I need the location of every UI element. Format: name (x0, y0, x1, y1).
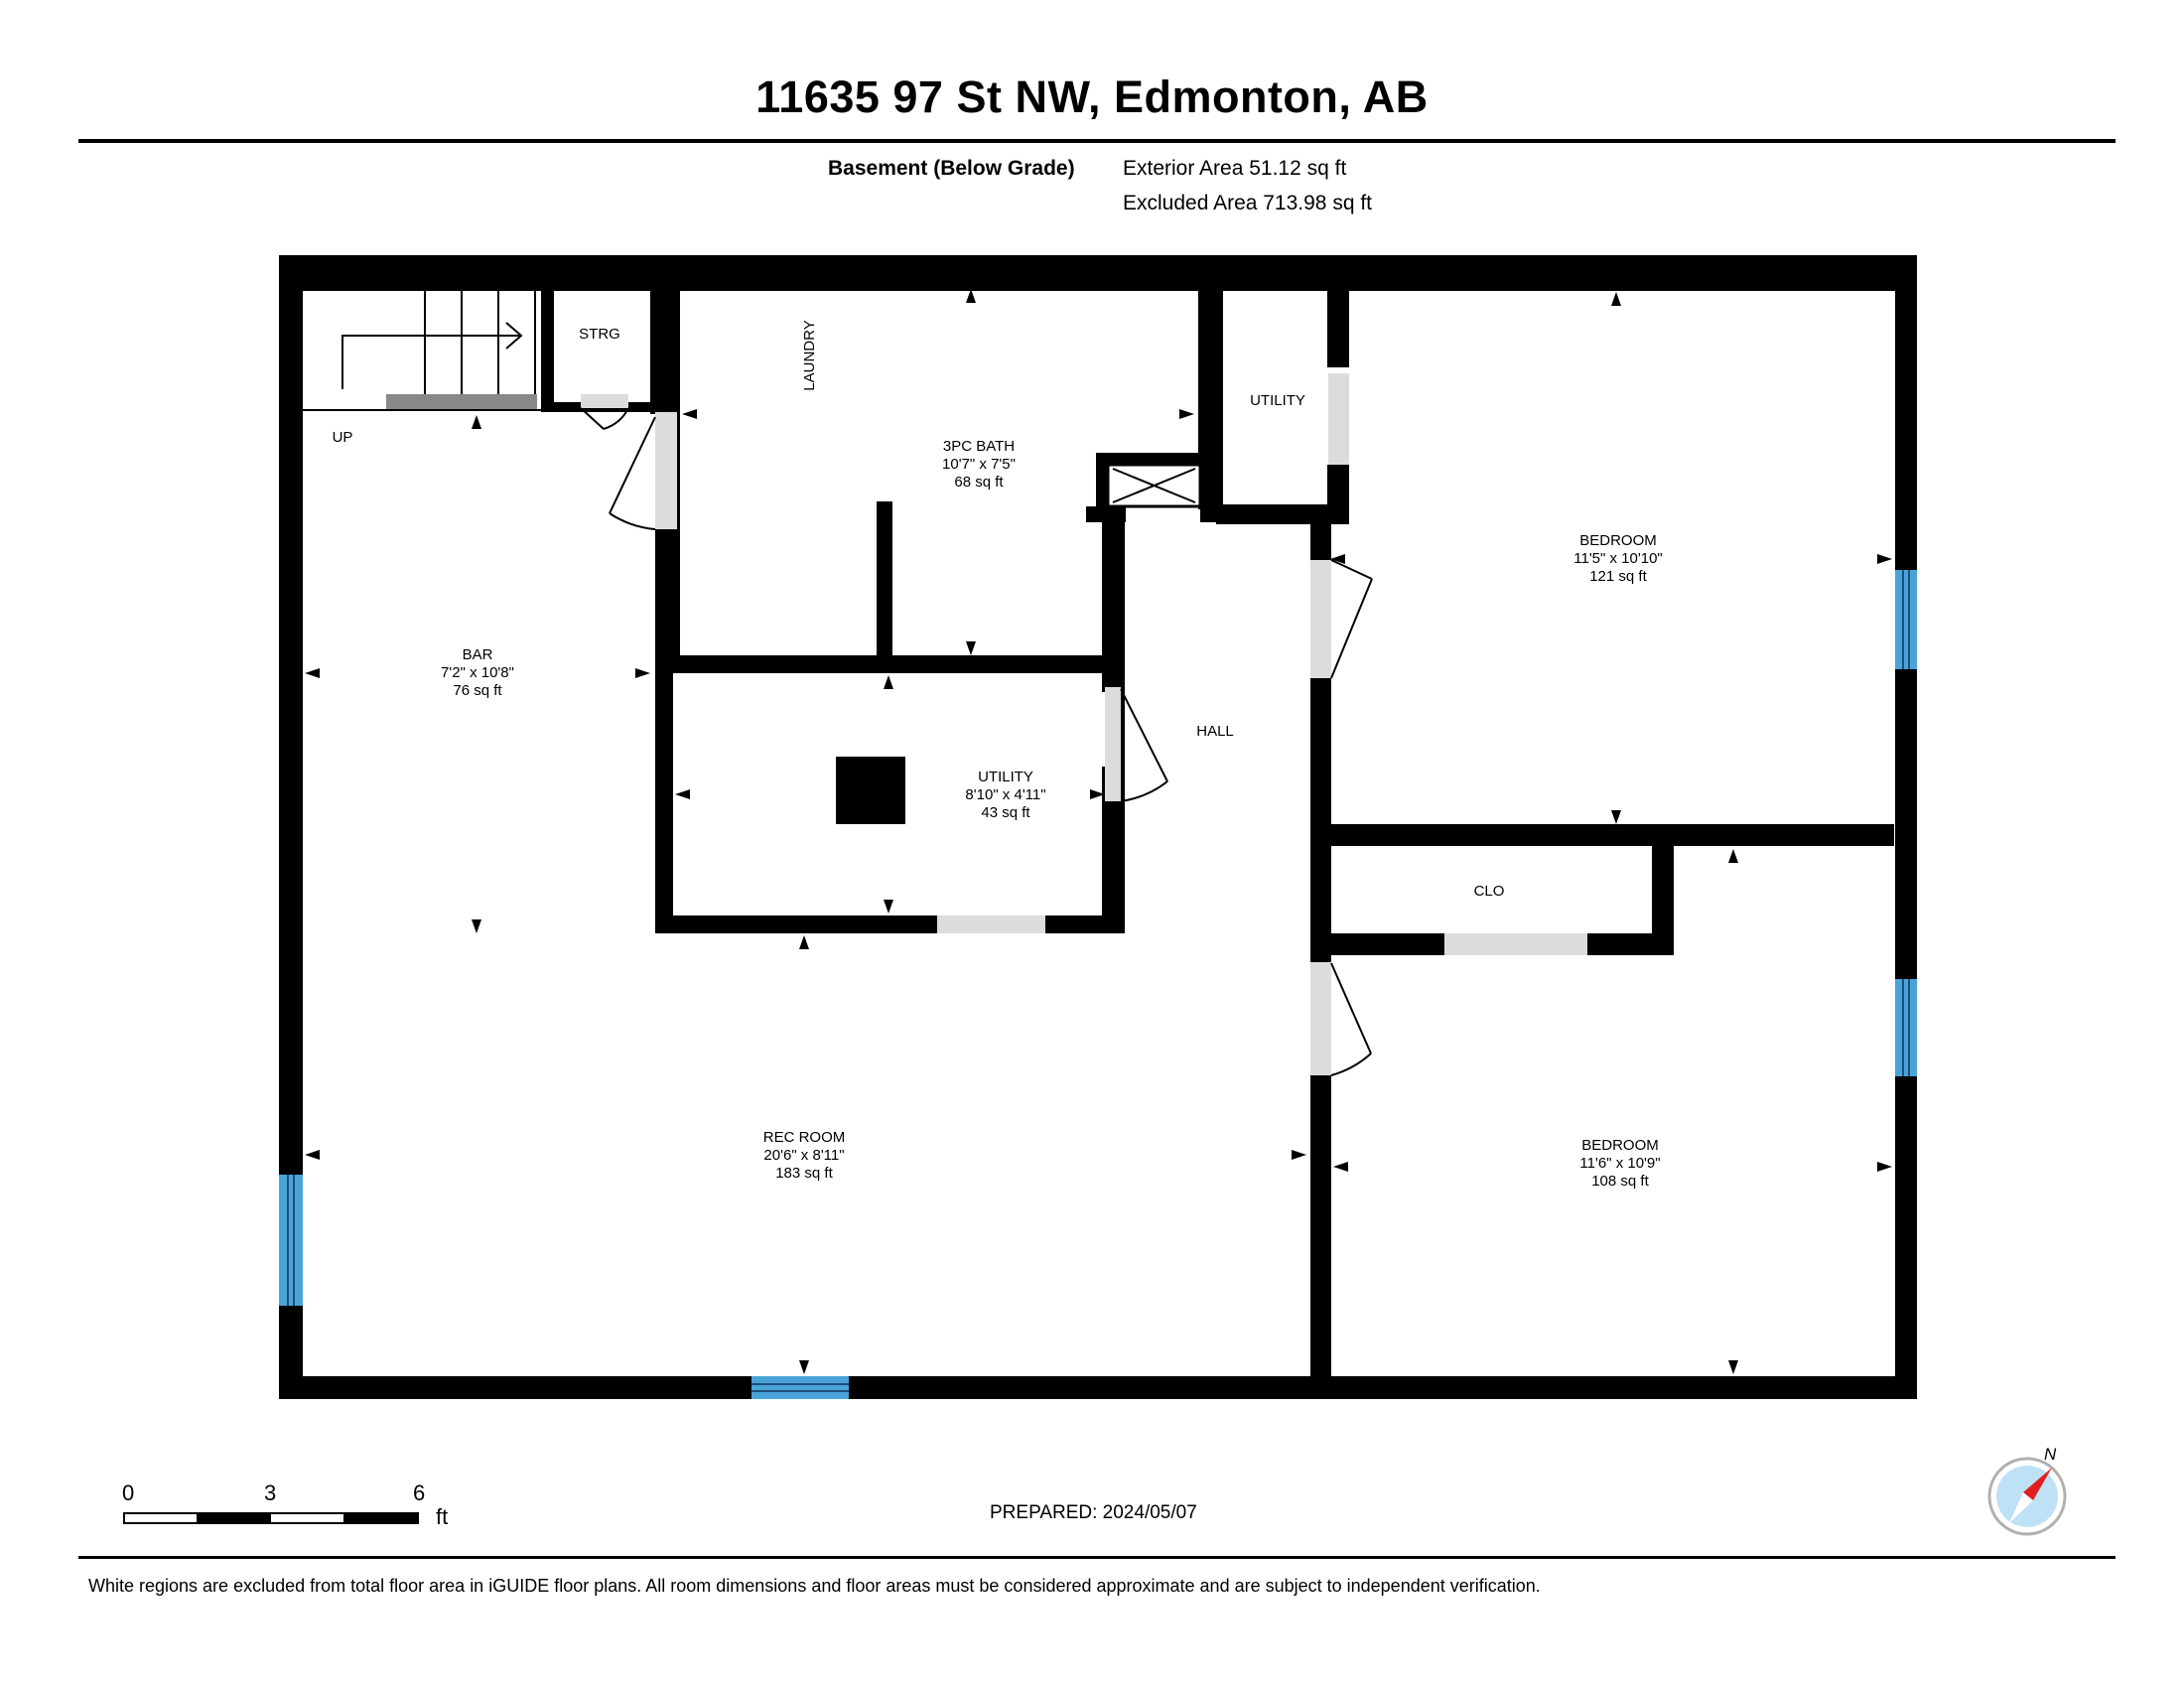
room-bedroom1-name: BEDROOM (1579, 532, 1657, 549)
scale-tick-6: 6 (413, 1480, 426, 1505)
room-bar-dims: 7'2" x 10'8" (441, 664, 514, 681)
furnace (836, 757, 905, 824)
vent-chase (1106, 463, 1202, 508)
room-rec-name: REC ROOM (763, 1129, 846, 1146)
room-bedroom2-area: 108 sq ft (1591, 1173, 1649, 1190)
room-bar-area: 76 sq ft (453, 682, 502, 699)
room-utility-dims: 8'10" x 4'11" (965, 786, 1045, 803)
title-divider (78, 139, 2116, 143)
scale-tick-0: 0 (122, 1480, 135, 1505)
window (279, 1175, 303, 1306)
interior-walls (541, 278, 1917, 1390)
room-laundry-name: LAUNDRY (801, 320, 818, 390)
room-rec-area: 183 sq ft (775, 1165, 833, 1182)
room-bath-name: 3PC BATH (943, 438, 1015, 455)
room-utility-area: 43 sq ft (981, 804, 1030, 821)
footnote: White regions are excluded from total fl… (88, 1576, 1541, 1596)
window (1895, 979, 1917, 1076)
room-bath-area: 68 sq ft (954, 474, 1004, 491)
compass-north-label: N (2044, 1445, 2057, 1464)
room-bedroom2-name: BEDROOM (1581, 1137, 1659, 1154)
room-bedroom2-dims: 11'6" x 10'9" (1579, 1155, 1660, 1172)
footer-divider (78, 1556, 2116, 1559)
door-swings (580, 407, 1373, 1076)
prepared-date: PREPARED: 2024/05/07 (990, 1502, 1197, 1523)
compass-icon: N (1987, 1445, 2067, 1536)
room-bar-name: BAR (463, 646, 493, 663)
room-bedroom1-dims: 11'5" x 10'10" (1573, 550, 1663, 567)
door-gaps (581, 373, 1587, 1075)
room-strg-name: STRG (579, 326, 620, 343)
scale-bar (123, 1512, 419, 1524)
scale-tick-3: 3 (264, 1480, 277, 1505)
room-utility-top-name: UTILITY (1250, 392, 1305, 409)
room-bath-dims: 10'7" x 7'5" (942, 456, 1016, 473)
room-bedroom1-area: 121 sq ft (1589, 568, 1647, 585)
page-title: 11635 97 St NW, Edmonton, AB (755, 71, 1429, 122)
excluded-area: Excluded Area 713.98 sq ft (1123, 192, 1373, 214)
room-up-label: UP (333, 429, 353, 446)
room-rec-dims: 20'6" x 8'11" (763, 1147, 844, 1164)
stairs (303, 278, 541, 411)
room-clo-name: CLO (1474, 883, 1505, 900)
windows (279, 570, 1917, 1399)
window (1895, 570, 1917, 669)
window (751, 1376, 849, 1399)
room-utility-name: UTILITY (978, 769, 1033, 785)
room-hall-name: HALL (1196, 723, 1234, 740)
level-label: Basement (Below Grade) (828, 157, 1075, 180)
exterior-area: Exterior Area 51.12 sq ft (1123, 157, 1347, 180)
dimension-arrows (305, 289, 1892, 1374)
scale-unit: ft (436, 1504, 449, 1529)
